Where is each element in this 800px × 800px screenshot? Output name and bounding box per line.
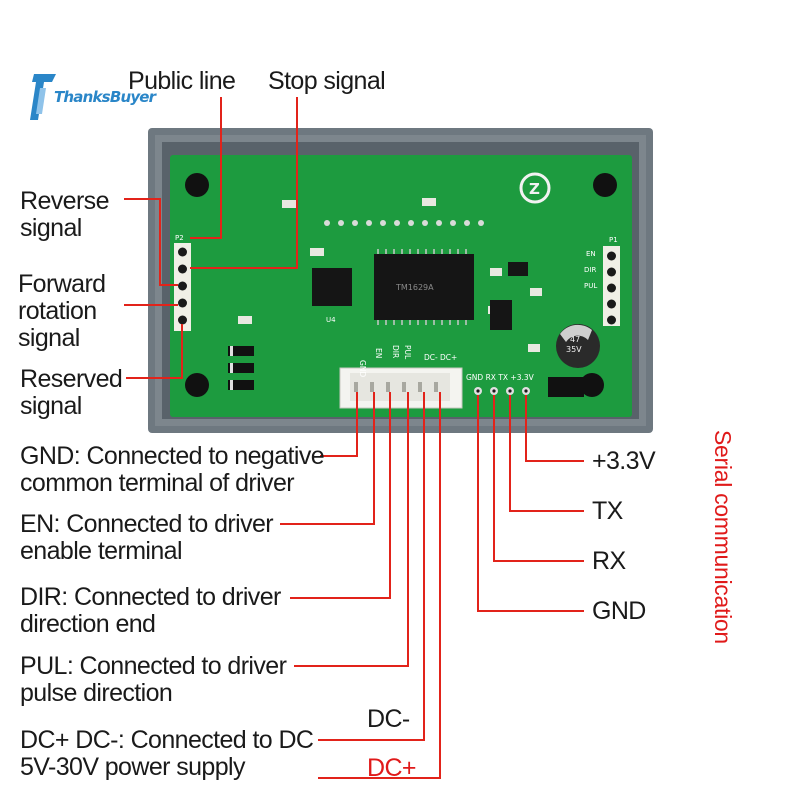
leader-stop-signal xyxy=(190,97,298,269)
leader-dc-minus xyxy=(318,392,425,741)
label-dc-minus: DC- xyxy=(367,705,410,733)
svg-text:Z: Z xyxy=(529,180,540,198)
leader-tx xyxy=(509,395,584,512)
svg-text:DIR: DIR xyxy=(391,345,400,358)
label-reverse-signal: Reverse signal xyxy=(20,187,110,242)
svg-text:PUL: PUL xyxy=(584,282,597,290)
desc-dc: DC+ DC-: Connected to DC 5V-30V power su… xyxy=(20,726,314,781)
brand-name: ThanksBuyer xyxy=(54,88,156,106)
silk-p2: P2 xyxy=(175,234,184,242)
label-stop-signal: Stop signal xyxy=(268,67,386,95)
desc-dir: DIR: Connected to driver direction end xyxy=(20,583,281,638)
label-serial-rx: RX xyxy=(592,547,626,575)
leader-dc-plus xyxy=(318,392,441,779)
brand-logo-mark-icon xyxy=(30,74,56,120)
leader-gnd xyxy=(320,392,358,457)
desc-en: EN: Connected to driver enable terminal xyxy=(20,510,274,565)
label-public-line: Public line xyxy=(128,67,236,95)
leader-rx xyxy=(493,395,584,562)
svg-text:DC-: DC- xyxy=(424,353,438,362)
serial-communication-title: Serial communication xyxy=(710,430,736,644)
svg-text:U4: U4 xyxy=(326,316,336,324)
label-serial-3v3: +3.3V xyxy=(592,447,656,475)
brand-logo: ThanksBuyer xyxy=(30,68,156,128)
main-ic xyxy=(374,254,474,320)
label-serial-tx: TX xyxy=(592,497,623,525)
label-serial-gnd: GND xyxy=(592,597,646,625)
svg-text:PUL: PUL xyxy=(403,345,412,360)
label-reserved-signal: Reserved signal xyxy=(20,365,123,420)
svg-text:47: 47 xyxy=(570,335,580,344)
leader-serial-gnd xyxy=(477,395,584,612)
leader-reserved xyxy=(126,324,183,379)
label-dc-plus: DC+ xyxy=(367,754,417,782)
leader-dir xyxy=(290,392,391,599)
svg-text:DIR: DIR xyxy=(584,266,596,274)
svg-text:35V: 35V xyxy=(566,345,582,354)
svg-text:EN: EN xyxy=(586,250,596,258)
mount-hole xyxy=(593,173,617,197)
desc-gnd: GND: Connected to negative common termin… xyxy=(20,442,325,497)
mount-hole xyxy=(580,373,604,397)
svg-text:P1: P1 xyxy=(609,236,618,244)
svg-text:EN: EN xyxy=(374,348,383,358)
svg-text:GND RX TX +3.3V: GND RX TX +3.3V xyxy=(466,373,535,382)
leader-public-line xyxy=(190,97,222,239)
leader-en xyxy=(280,392,375,525)
leader-reverse xyxy=(124,198,178,286)
svg-text:GND: GND xyxy=(358,360,367,377)
mount-hole xyxy=(185,373,209,397)
small-ic xyxy=(312,268,352,306)
leader-3v3 xyxy=(525,395,584,462)
desc-pul: PUL: Connected to driver pulse direction xyxy=(20,652,287,707)
leader-pul xyxy=(294,392,409,667)
mount-hole xyxy=(185,173,209,197)
main-ic-label: TM1629A xyxy=(395,283,434,292)
label-forward-rotation-signal: Forward rotation signal xyxy=(18,270,106,352)
svg-text:DC+: DC+ xyxy=(440,353,457,362)
